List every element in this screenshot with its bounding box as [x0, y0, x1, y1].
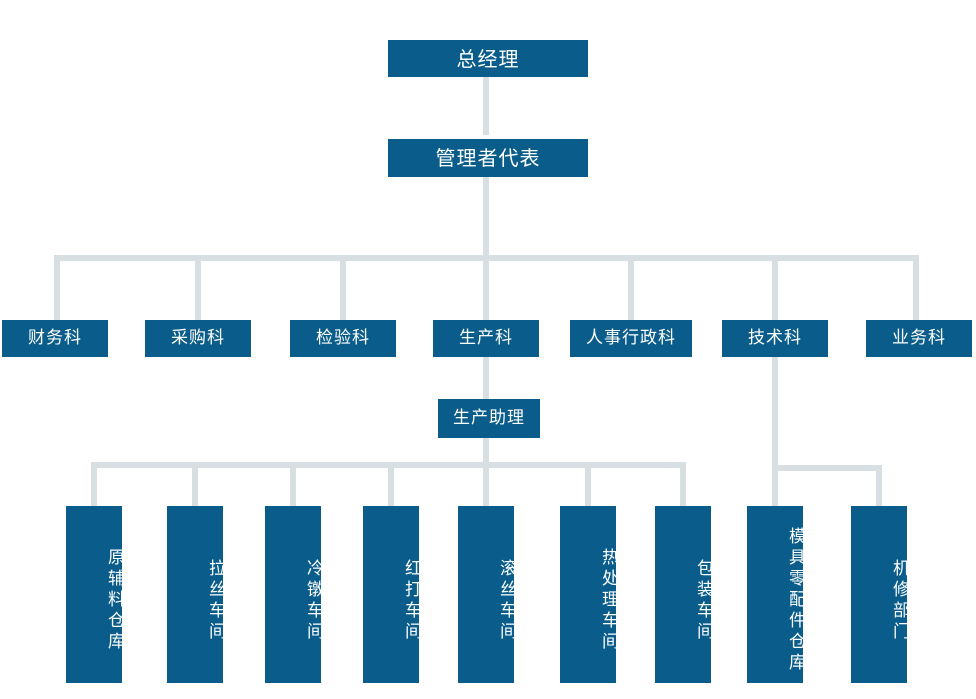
node-workshop-cold-heading[interactable]: 冷镦车间 — [265, 506, 323, 683]
node-mold-parts-warehouse[interactable]: 模具零配件仓库 — [747, 506, 805, 683]
connector-drop-dept-1 — [54, 255, 60, 321]
connector-drop-workshop-1 — [91, 462, 97, 508]
connector-drop-workshop-3 — [290, 462, 296, 508]
connector-drop-dept-5 — [628, 255, 634, 321]
connector-drop-dept-3 — [340, 255, 346, 321]
node-general-manager[interactable]: 总经理 — [388, 40, 588, 77]
node-department-inspection[interactable]: 检验科 — [290, 320, 396, 357]
connector-production-to-assistant — [483, 357, 489, 400]
connector-drop-workshop-5 — [483, 462, 489, 508]
connector-drop-workshop-6 — [585, 462, 591, 508]
connector-drop-workshop-4 — [388, 462, 394, 508]
node-maintenance-department[interactable]: 机修部门 — [851, 506, 909, 683]
node-workshop-thread-rolling[interactable]: 滚丝车间 — [458, 506, 516, 683]
node-workshop-hot-forging[interactable]: 红打车间 — [363, 506, 421, 683]
connector-drop-workshop-2 — [192, 462, 198, 508]
connector-rep-to-dept-bus — [483, 176, 489, 258]
node-department-purchasing[interactable]: 采购科 — [145, 320, 251, 357]
connector-drop-workshop-7 — [680, 462, 686, 508]
node-department-finance[interactable]: 财务科 — [2, 320, 108, 357]
node-workshop-raw-material-warehouse[interactable]: 原辅料仓库 — [66, 506, 124, 683]
connector-drop-dept-4 — [483, 255, 489, 321]
node-workshop-packaging[interactable]: 包装车间 — [655, 506, 713, 683]
node-production-assistant[interactable]: 生产助理 — [438, 399, 540, 438]
node-workshop-heat-treatment[interactable]: 热处理车间 — [560, 506, 618, 683]
node-department-production[interactable]: 生产科 — [433, 320, 539, 357]
node-management-representative[interactable]: 管理者代表 — [388, 139, 588, 177]
connector-drop-dept-7 — [913, 255, 919, 321]
node-department-technical[interactable]: 技术科 — [722, 320, 828, 357]
connector-drop-dept-2 — [195, 255, 201, 321]
connector-assistant-to-workshop-bus — [483, 438, 489, 463]
connector-drop-technical-1 — [772, 465, 778, 508]
node-department-business[interactable]: 业务科 — [866, 320, 972, 357]
connector-technical-down — [772, 357, 778, 471]
node-workshop-wire-drawing[interactable]: 拉丝车间 — [167, 506, 225, 683]
node-department-hr-admin[interactable]: 人事行政科 — [570, 320, 692, 357]
connector-technical-bus — [772, 465, 882, 471]
connector-drop-dept-6 — [772, 255, 778, 321]
connector-drop-technical-2 — [876, 465, 882, 508]
connector-gm-to-rep — [483, 76, 489, 135]
